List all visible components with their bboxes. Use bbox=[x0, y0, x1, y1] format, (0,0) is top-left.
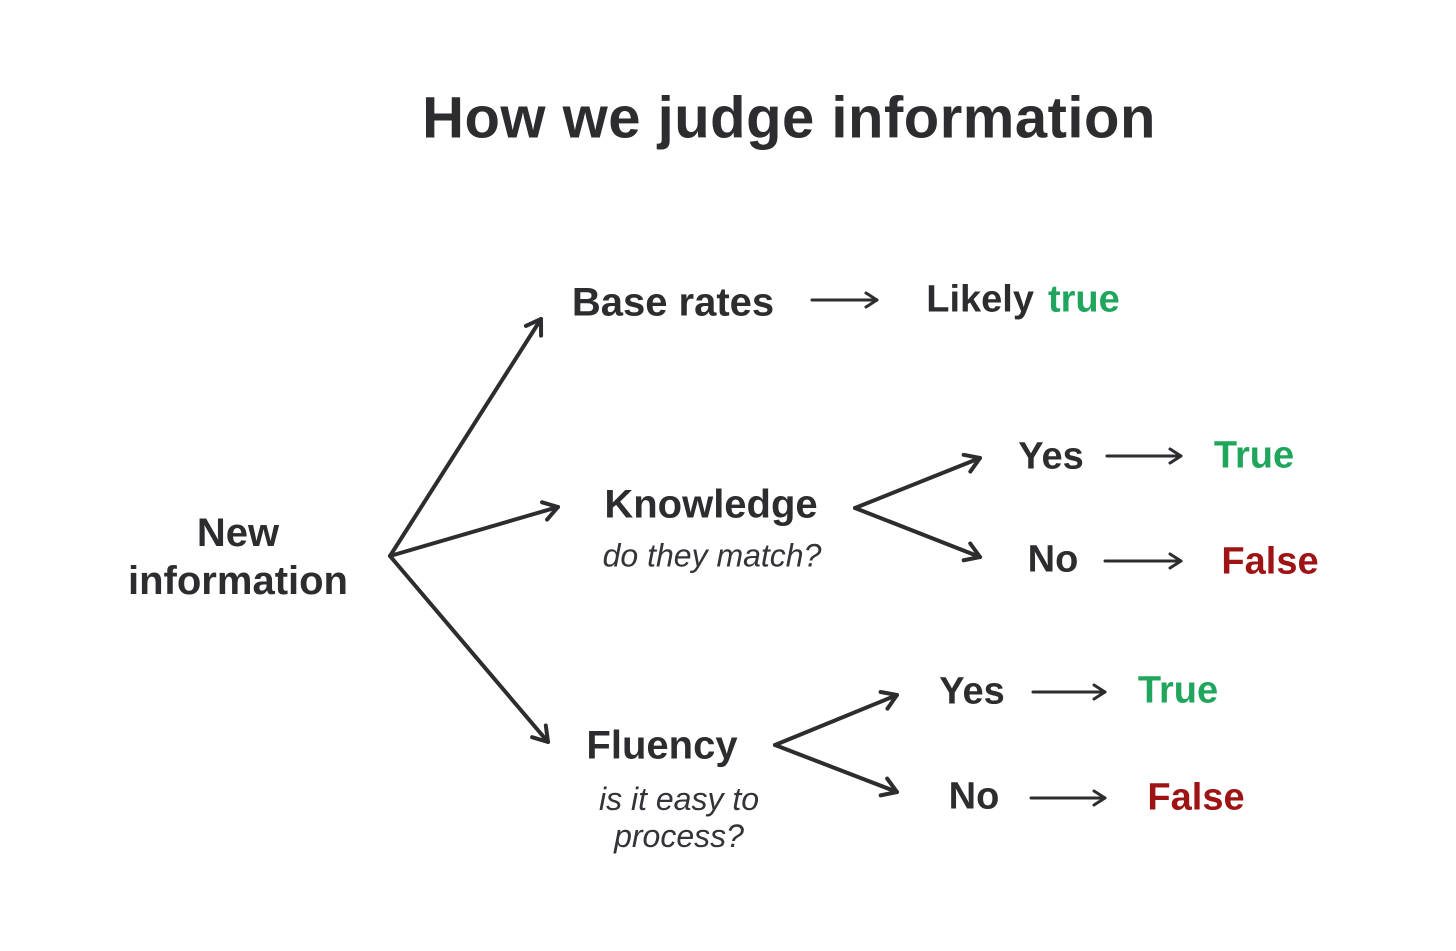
edge-root-to-knowledge-arrow bbox=[388, 500, 560, 558]
knowledge-yes-label: Yes bbox=[1018, 435, 1084, 478]
fluency-subtitle-line2: process? bbox=[614, 818, 744, 854]
fluency-subtitle: is it easy to process? bbox=[599, 781, 759, 855]
node-knowledge: Knowledge bbox=[604, 482, 818, 527]
edge-root-to-base-rates-arrow bbox=[388, 317, 544, 558]
fluency-subtitle-line1: is it easy to bbox=[598, 781, 760, 817]
knowledge-subtitle: do they match? bbox=[602, 537, 822, 574]
outcome-likely-prefix: Likely bbox=[926, 278, 1034, 321]
knowledge-no-outcome: False bbox=[1221, 540, 1319, 583]
fluency-yes-outcome: True bbox=[1137, 669, 1219, 712]
knowledge-no-label: No bbox=[1027, 538, 1079, 581]
node-base-rates: Base rates bbox=[571, 280, 775, 325]
page-title: How we judge information bbox=[422, 85, 1156, 151]
edge-fluency-to-no-arrow bbox=[773, 743, 899, 798]
knowledge-yes-outcome: True bbox=[1213, 434, 1295, 477]
fluency-no-label: No bbox=[948, 775, 1000, 818]
edge-fluency-to-yes-arrow bbox=[773, 689, 899, 747]
node-fluency: Fluency bbox=[586, 723, 738, 768]
root-label-line2: information bbox=[128, 559, 348, 603]
edge-knowledge-to-no-arrow bbox=[853, 506, 982, 563]
outcome-true-value: true bbox=[1047, 278, 1120, 321]
fluency-yes-label: Yes bbox=[939, 670, 1005, 713]
fluency-no-outcome: False bbox=[1147, 776, 1245, 819]
edge-knowledge-to-yes-arrow bbox=[853, 452, 982, 510]
outcome-likely-true: Likely true bbox=[926, 279, 1120, 322]
root-node-new-information: New information bbox=[128, 509, 348, 605]
root-label-line1: New bbox=[196, 511, 280, 555]
edge-root-to-fluency-arrow bbox=[388, 554, 550, 744]
